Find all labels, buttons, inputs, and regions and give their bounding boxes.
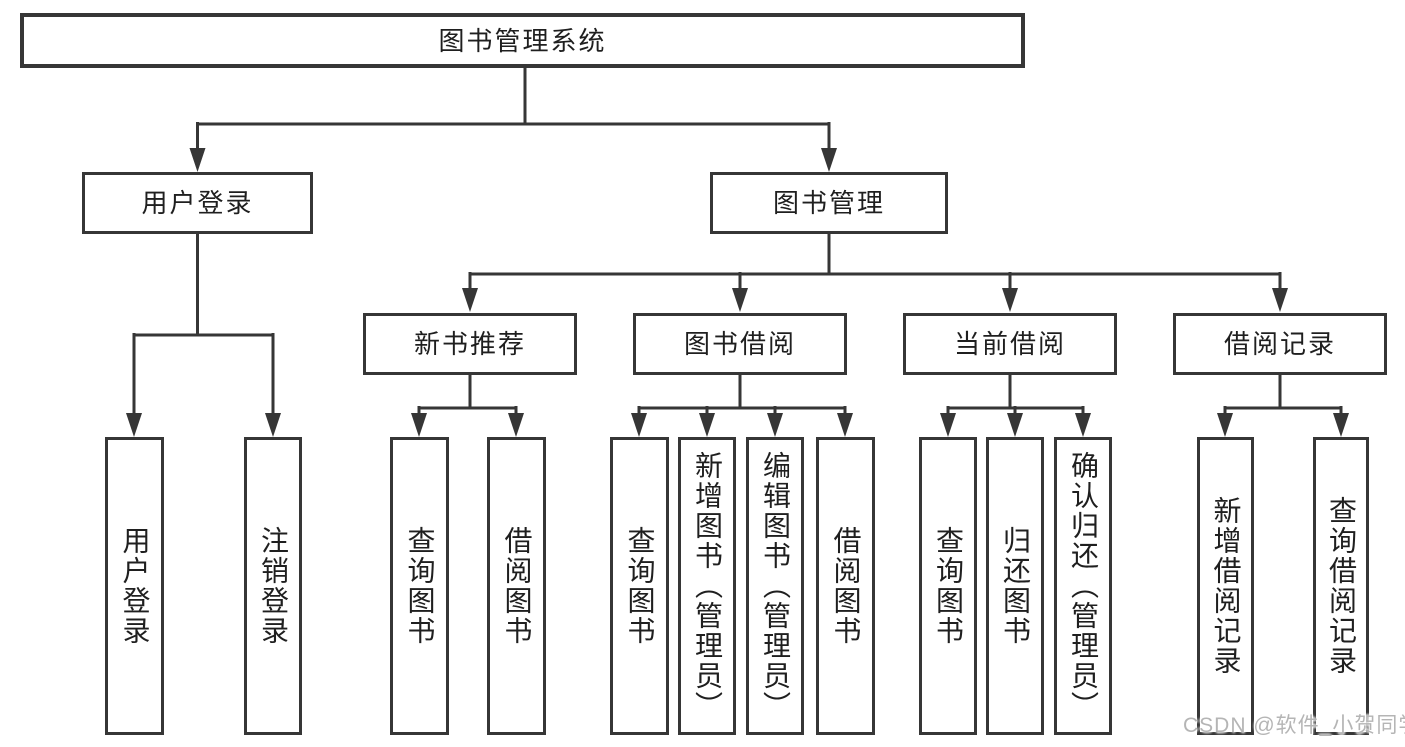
leaf-cb-confirm-return-admin: 确认归还（管理员） [1054,437,1112,735]
node-label: 归还图书 [1000,526,1031,646]
leaf-cb-query-books: 查询图书 [919,437,977,735]
node-borrow-records: 借阅记录 [1173,313,1387,375]
node-label: 查询图书 [933,526,964,646]
leaf-rec-query-books: 查询图书 [390,437,449,735]
arrowhead-icon [126,413,142,437]
node-root: 图书管理系统 [20,13,1025,68]
node-book-management: 图书管理 [710,172,948,234]
node-label: 新增图书（管理员） [692,451,723,721]
arrowhead-icon [1333,413,1349,437]
node-label: 查询图书 [404,526,436,646]
arrowhead-icon [699,413,715,437]
leaf-user-login: 用户登录 [105,437,164,735]
node-label: 注销登录 [258,526,289,646]
arrowhead-icon [265,413,281,437]
node-label: 借阅图书 [501,526,533,646]
arrowhead-icon [1217,413,1233,437]
node-new-book-recommend: 新书推荐 [363,313,577,375]
node-label: 新书推荐 [413,329,526,359]
node-label: 查询借阅记录 [1326,496,1357,676]
arrowhead-icon [631,413,647,437]
arrowhead-icon [821,148,837,172]
node-label: 借阅记录 [1223,329,1336,359]
node-label: 图书借阅 [683,329,796,359]
node-current-borrow: 当前借阅 [903,313,1117,375]
arrowhead-icon [1002,288,1018,312]
leaf-cb-return-books: 归还图书 [986,437,1044,735]
arrowhead-icon [732,288,748,312]
arrowhead-icon [767,413,783,437]
arrowhead-icon [940,413,956,437]
leaf-rec-borrow-books: 借阅图书 [487,437,546,735]
watermark: CSDN @软件_小贺同学 [1183,714,1405,737]
arrowhead-icon [1272,288,1288,312]
arrowhead-icon [462,288,478,312]
leaf-bb-query-books: 查询图书 [610,437,669,735]
node-label: 编辑图书（管理员） [760,451,791,721]
node-label: 用户登录 [141,188,254,218]
node-label: 图书管理 [772,188,885,218]
node-label: 当前借阅 [953,329,1066,359]
leaf-bb-edit-books-admin: 编辑图书（管理员） [746,437,804,735]
leaf-logout: 注销登录 [244,437,302,735]
node-label: 图书管理系统 [438,25,607,56]
node-label: 查询图书 [624,526,656,646]
arrowhead-icon [1007,413,1023,437]
node-label: 新增借阅记录 [1210,496,1242,676]
node-label: 借阅图书 [830,526,862,646]
node-label: 用户登录 [119,526,151,646]
arrowhead-icon [411,413,427,437]
leaf-br-add-record: 新增借阅记录 [1197,437,1254,735]
node-book-borrow: 图书借阅 [633,313,847,375]
arrowhead-icon [508,413,524,437]
node-label: 确认归还（管理员） [1068,451,1099,721]
arrowhead-icon [1075,413,1091,437]
leaf-bb-borrow-books: 借阅图书 [816,437,875,735]
leaf-br-query-record: 查询借阅记录 [1313,437,1369,735]
node-user-login: 用户登录 [82,172,313,234]
leaf-bb-add-books-admin: 新增图书（管理员） [678,437,736,735]
arrowhead-icon [189,148,206,172]
arrowhead-icon [837,413,853,437]
